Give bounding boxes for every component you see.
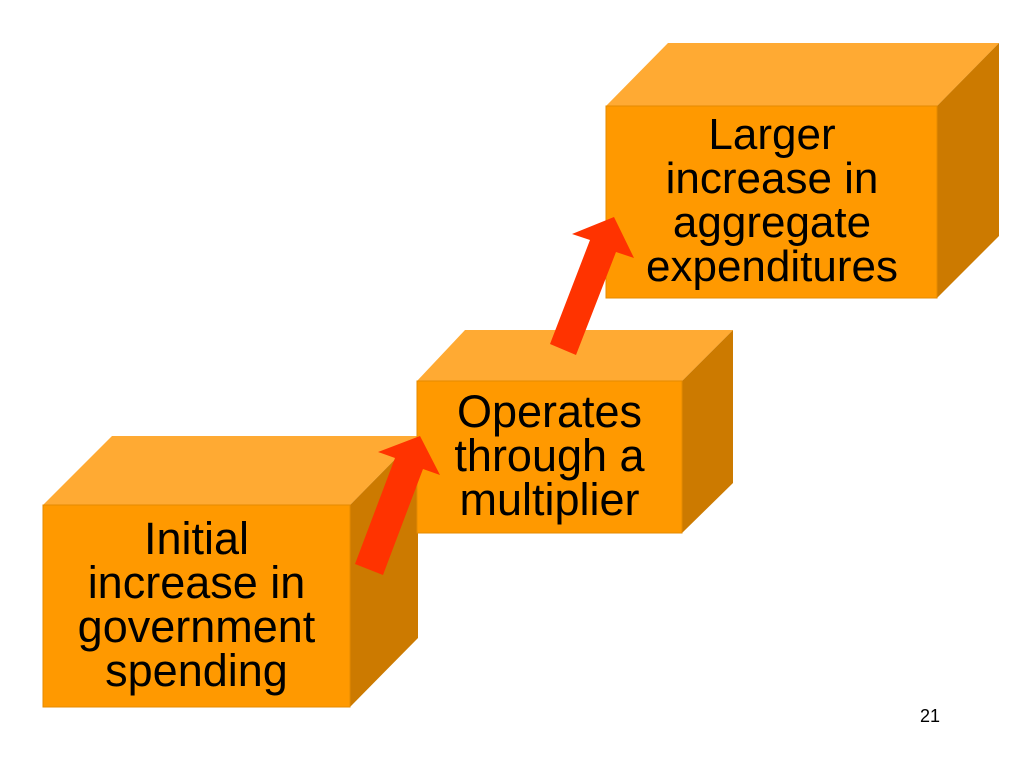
box-3-line-4: expenditures <box>646 242 898 291</box>
box-2-line-2: through a <box>454 430 645 481</box>
box-3-line-1: Larger <box>708 110 836 159</box>
box-2-line-3: multiplier <box>459 474 640 525</box>
arrow-1-to-2 <box>355 436 440 575</box>
box-3-label: Larger increase in aggregate expenditure… <box>608 106 936 296</box>
arrow-2-to-3 <box>550 217 634 355</box>
box-1-line-1: Initial <box>143 513 250 564</box>
page-number: 21 <box>919 706 940 726</box>
box-2-line-1: Operates <box>456 386 643 437</box>
box-3-top <box>606 43 999 106</box>
box-3-line-3: aggregate <box>672 198 872 247</box>
box-2 <box>416 330 733 534</box>
box-1-top <box>43 436 418 505</box>
box-1-front <box>42 504 351 708</box>
box-3-side <box>937 43 999 298</box>
box-1-line-2: increase in <box>87 557 306 608</box>
box-1 <box>42 436 418 708</box>
box-2-side <box>682 330 733 533</box>
box-2-front <box>416 380 683 534</box>
box-3-front <box>605 105 938 299</box>
box-3 <box>605 43 999 299</box>
box-1-line-3: government <box>77 601 316 652</box>
box-2-top <box>417 330 733 381</box>
box-1-label: Initial increase in government spending <box>43 505 350 705</box>
box-3-line-2: increase in <box>665 154 879 203</box>
box-2-label: Operates through a multiplier <box>417 381 682 531</box>
box-1-line-4: spending <box>105 645 288 696</box>
